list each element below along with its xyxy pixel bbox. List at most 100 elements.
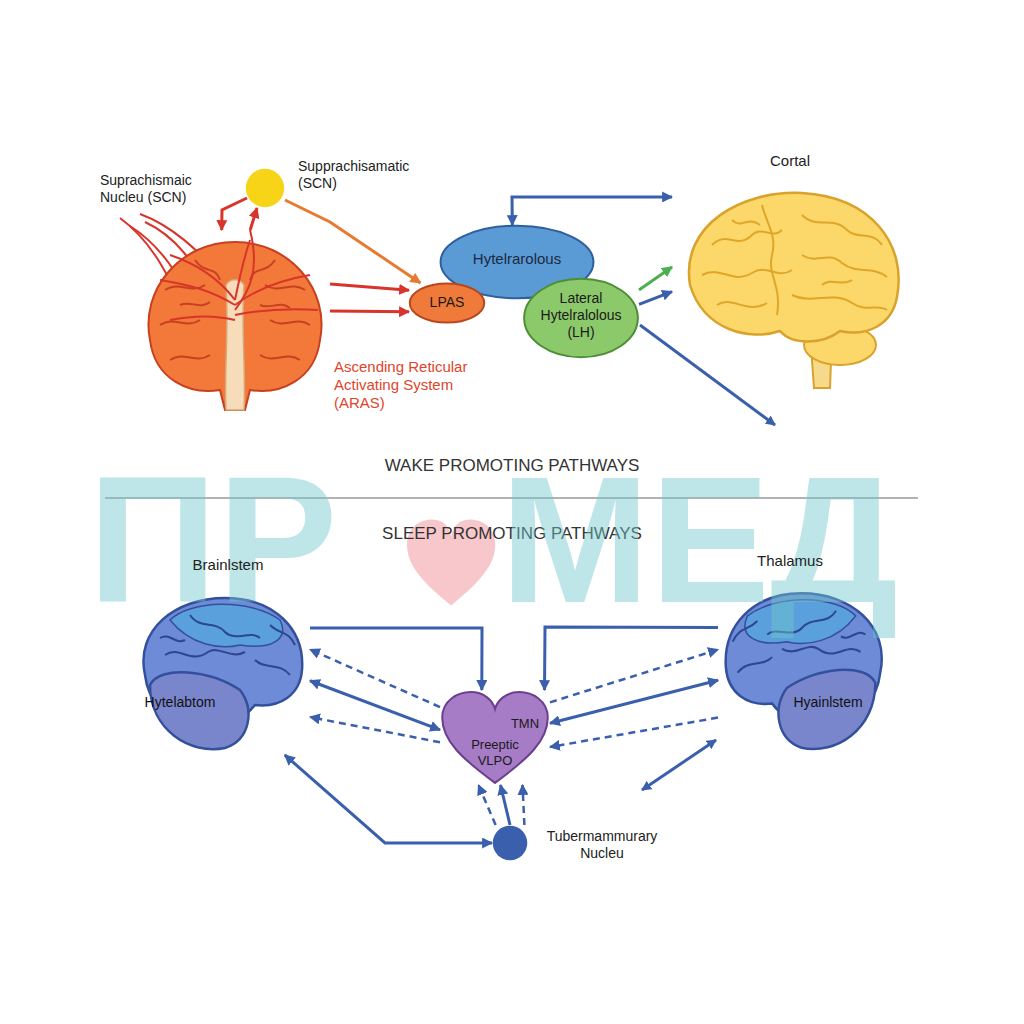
arrow-line <box>642 740 716 790</box>
brain-lobe <box>745 600 856 644</box>
shape <box>140 230 330 410</box>
ellipse-outline <box>524 279 638 357</box>
node-heading: Brainlstem <box>168 556 288 574</box>
watermark-heart <box>407 519 495 605</box>
brain-fold <box>160 636 185 641</box>
brain-fold <box>270 625 295 645</box>
circle-outline <box>246 169 284 207</box>
node-heading: Tubermammurary Nucleu <box>532 828 672 862</box>
fiber-line <box>235 275 310 305</box>
node-text: Hytelabtom <box>130 694 230 711</box>
brain-fold <box>738 657 772 672</box>
brain-group <box>726 593 882 749</box>
connector <box>310 681 440 730</box>
nucleus-dot: Tubermammurary Nucleu <box>492 825 528 861</box>
cortex-fold <box>802 255 887 277</box>
arrow-line <box>640 325 775 425</box>
cortex-fold <box>762 205 778 315</box>
cortex-illustration: Cortal <box>672 185 905 390</box>
shape <box>245 168 285 208</box>
fiber-line <box>170 316 235 320</box>
brain-illustration: Suprachismaic Nucleu (SCN)Ascending Reti… <box>140 230 330 410</box>
watermark: МЕД <box>500 450 990 630</box>
brain-fold <box>195 260 220 280</box>
brain-fold <box>165 650 245 656</box>
node-heading: Thalamus <box>730 552 850 570</box>
brain-illustration: ThalamusHyainlstem <box>718 585 895 755</box>
connector <box>310 649 440 707</box>
brain-fold <box>767 611 836 635</box>
fiber-line <box>170 255 235 300</box>
cortex-fold <box>702 270 792 277</box>
connector <box>523 785 525 825</box>
brain-fold <box>733 621 758 642</box>
connector <box>310 717 440 742</box>
shape <box>672 185 905 390</box>
brain-fold <box>255 660 290 675</box>
nucleus-dot: Supprachisamatic (SCN) <box>245 168 285 208</box>
brain-fold <box>180 302 210 305</box>
connector <box>550 650 718 703</box>
cortex-fold <box>802 215 882 245</box>
node-heading: Suprachismaic Nucleu (SCN) <box>100 172 212 206</box>
node-text: TMN <box>500 716 550 732</box>
node-text: Hytelrarolous <box>447 250 587 268</box>
node-heading: Cortal <box>735 152 845 170</box>
connector <box>501 785 511 825</box>
cortex-fold <box>792 295 887 310</box>
heart-outline <box>442 692 548 783</box>
connector <box>330 284 409 290</box>
node-text: LPAS <box>417 294 477 311</box>
shape <box>492 825 528 861</box>
brain-illustration: BrainlstemHytelabtom <box>130 590 310 755</box>
connector <box>550 718 718 747</box>
node-heading: Ascending Reticular Activating System (A… <box>334 358 484 412</box>
region-ellipse: Lateral Hytelralolous (LH) <box>523 278 639 358</box>
brain-fold <box>260 355 300 360</box>
section-heading: WAKE PROMOTING PATHWAYS <box>312 456 712 476</box>
node-text: Preeptic VLPO <box>455 737 535 768</box>
node-text: Hyainlstem <box>778 694 878 711</box>
connector <box>512 197 672 225</box>
connector <box>310 628 482 690</box>
divider-line <box>105 497 918 499</box>
brain-group <box>143 598 302 749</box>
ellipse-outline <box>410 283 484 322</box>
connector <box>222 198 247 230</box>
cortex-outline <box>689 193 899 342</box>
connector <box>285 755 492 843</box>
brain-outline <box>726 593 882 723</box>
connector <box>550 680 718 723</box>
brain-fold <box>270 320 310 325</box>
brain-fold <box>160 320 200 325</box>
brain-lobe <box>170 604 283 647</box>
shape <box>130 590 310 755</box>
fiber-line <box>160 280 235 305</box>
connector <box>250 208 257 230</box>
brain-outline <box>148 242 321 410</box>
brain-fold <box>170 355 210 360</box>
section-heading: SLEEP PROMOTING PATHWAYS <box>312 524 712 544</box>
connector <box>639 292 672 305</box>
fiber-line <box>235 240 250 300</box>
brain-fold <box>782 647 861 654</box>
shape <box>718 585 895 755</box>
connector <box>285 200 420 283</box>
node-heading: Supprachisamatic (SCN) <box>298 158 428 192</box>
cortex-fold <box>732 220 760 225</box>
connector <box>330 310 409 314</box>
brain-fold <box>841 633 866 638</box>
fiber-line <box>235 309 318 315</box>
brain-fold <box>260 305 290 308</box>
region-ellipse: LPAS <box>409 283 485 323</box>
cortex-fold <box>822 280 852 285</box>
brain-lobe <box>150 672 248 749</box>
brain-fold <box>190 615 260 638</box>
nucleus-heart: TMN Preeptic VLPO <box>440 690 550 785</box>
circle-outline <box>493 826 528 861</box>
connector <box>479 785 496 825</box>
connector <box>639 267 672 290</box>
